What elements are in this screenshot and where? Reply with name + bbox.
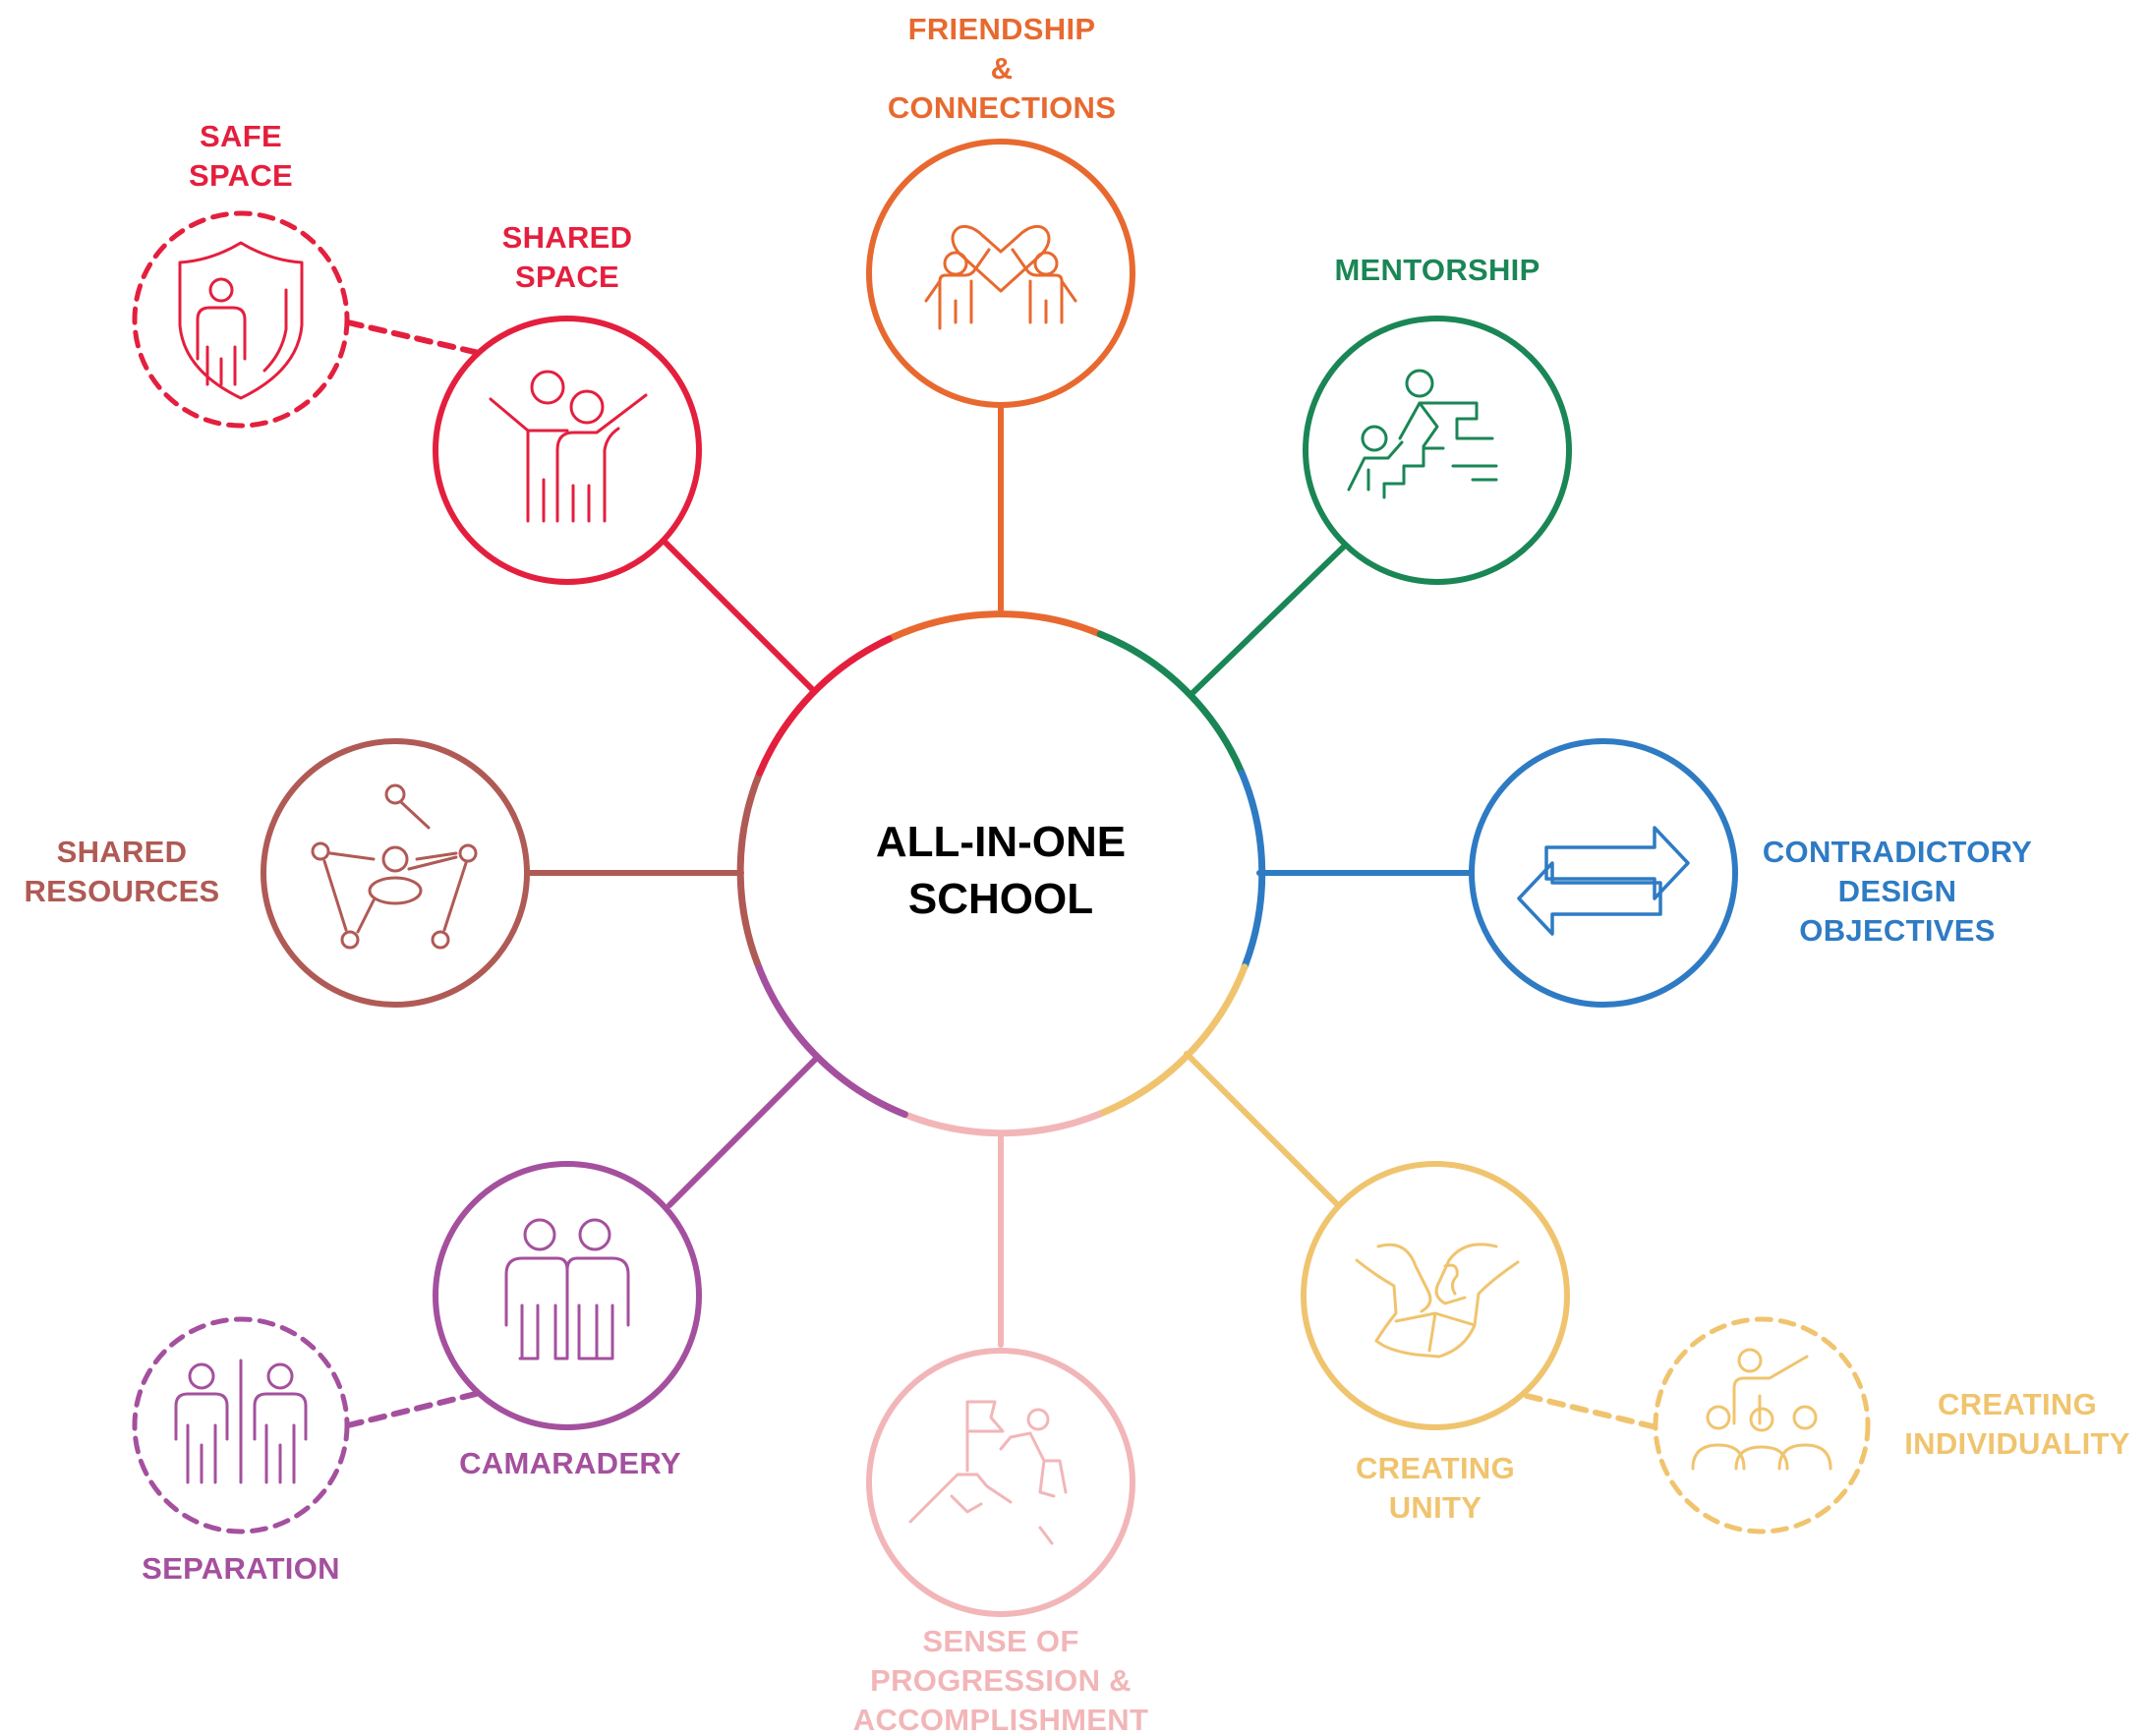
two-people-icon <box>504 1218 630 1360</box>
summit-flag-icon <box>908 1400 1068 1545</box>
label-creating-unity: CREATING UNITY <box>1356 1451 1515 1525</box>
node-circle-contradictory <box>1469 738 1738 1008</box>
people-waving-icon <box>489 370 648 523</box>
node-circle-camaradery <box>433 1161 702 1430</box>
label-safe-space: SAFE SPACE <box>188 119 294 193</box>
label-progression: SENSE OF PROGRESSION & ACCOMPLISHMENT <box>852 1624 1149 1736</box>
label-contradictory: CONTRADICTORY DESIGN OBJECTIVES <box>1762 835 2033 948</box>
satellite-circle-safe-space <box>132 210 350 429</box>
node-circle-shared-space <box>433 316 702 585</box>
connector-shared-space <box>662 539 817 694</box>
label-camaradery: CAMARADERY <box>459 1446 681 1480</box>
connector-creating-unity <box>1184 1051 1340 1207</box>
satellite-circle-separation <box>132 1316 350 1534</box>
node-circle-creating-unity <box>1301 1161 1570 1430</box>
shield-person-icon <box>178 241 304 400</box>
connector-safe-space <box>345 319 482 356</box>
center-label: ALL-IN-ONE SCHOOL <box>875 818 1127 923</box>
friends-heart-icon <box>924 224 1077 330</box>
opposite-arrows-icon <box>1517 826 1690 936</box>
node-circle-shared-resources <box>261 738 530 1008</box>
connector-camaradery <box>667 1056 819 1208</box>
label-shared-resources: SHARED RESOURCES <box>24 835 220 908</box>
separated-people-icon <box>174 1359 308 1484</box>
connector-separation <box>345 1390 483 1428</box>
node-circle-mentorship <box>1303 316 1572 585</box>
node-circle-progression <box>866 1348 1135 1617</box>
connector-creating-individuality <box>1524 1393 1659 1430</box>
label-separation: SEPARATION <box>142 1551 340 1586</box>
center-ring <box>736 610 1266 1137</box>
group-leader-icon <box>1691 1348 1832 1471</box>
mentor-stairs-icon <box>1347 369 1498 499</box>
label-shared-space: SHARED SPACE <box>501 220 633 294</box>
label-creating-individuality: CREATING INDIVIDUALITY <box>1904 1387 2130 1461</box>
label-friendship: FRIENDSHIP & CONNECTIONS <box>887 12 1117 125</box>
satellite-circle-creating-individuality <box>1653 1316 1871 1534</box>
puzzle-hands-icon <box>1355 1243 1520 1359</box>
node-circle-friendship <box>866 139 1135 408</box>
network-icon <box>311 783 478 950</box>
label-mentorship: MENTORSHIP <box>1334 253 1540 287</box>
connector-mentorship <box>1189 543 1348 697</box>
